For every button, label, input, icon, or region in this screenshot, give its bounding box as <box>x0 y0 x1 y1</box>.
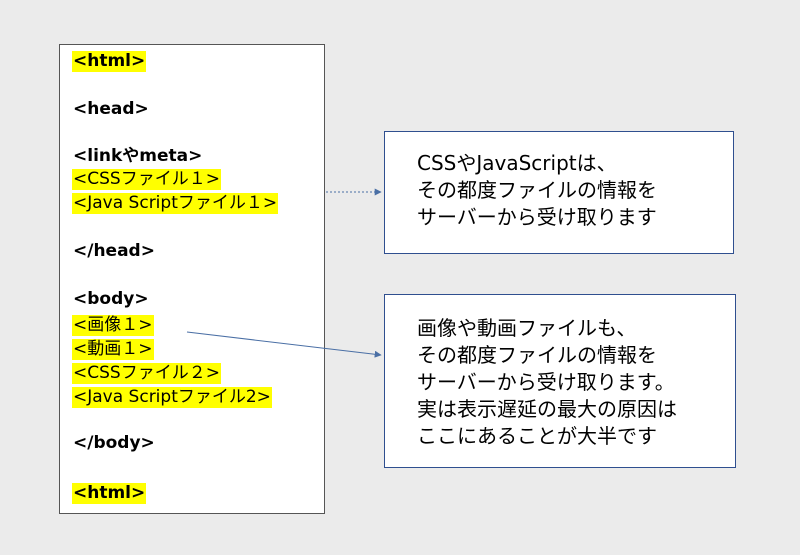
code-line: <html> <box>72 483 147 504</box>
note-text-line: その都度ファイルの情報を <box>417 343 657 367</box>
code-line: <html> <box>72 51 147 72</box>
note-text-line: 実は表示遅延の最大の原因は <box>417 397 677 421</box>
code-line: </head> <box>73 241 155 261</box>
note-text-line: ここにあることが大半です <box>417 424 657 448</box>
code-line: <head> <box>73 99 149 119</box>
note-text-line: CSSやJavaScriptは、 <box>417 151 617 175</box>
note-css-js: CSSやJavaScriptは、その都度ファイルの情報をサーバーから受け取ります <box>384 131 734 254</box>
code-line: <Java Scriptファイル2> <box>72 387 272 408</box>
code-line: <Java Scriptファイル１> <box>72 193 279 214</box>
html-structure-panel: <html> <head> <linkやmeta> <CSSファイル１> <Java S… <box>59 44 325 514</box>
code-line: <画像１> <box>72 315 154 336</box>
code-line: <body> <box>73 289 149 309</box>
code-line: </body> <box>73 433 155 453</box>
code-line: <動画１> <box>72 339 154 360</box>
note-text-line: その都度ファイルの情報を <box>417 178 657 202</box>
code-line: <CSSファイル２> <box>72 363 221 384</box>
note-text-line: サーバーから受け取ります。 <box>417 370 675 394</box>
note-media: 画像や動画ファイルも、その都度ファイルの情報をサーバーから受け取ります。実は表示… <box>384 294 736 468</box>
note-text-line: サーバーから受け取ります <box>417 205 657 229</box>
arrow-to-note-media <box>186 331 382 358</box>
code-line: <linkやmeta> <box>73 146 203 166</box>
code-line: <CSSファイル１> <box>72 169 221 190</box>
note-text-line: 画像や動画ファイルも、 <box>417 316 637 340</box>
